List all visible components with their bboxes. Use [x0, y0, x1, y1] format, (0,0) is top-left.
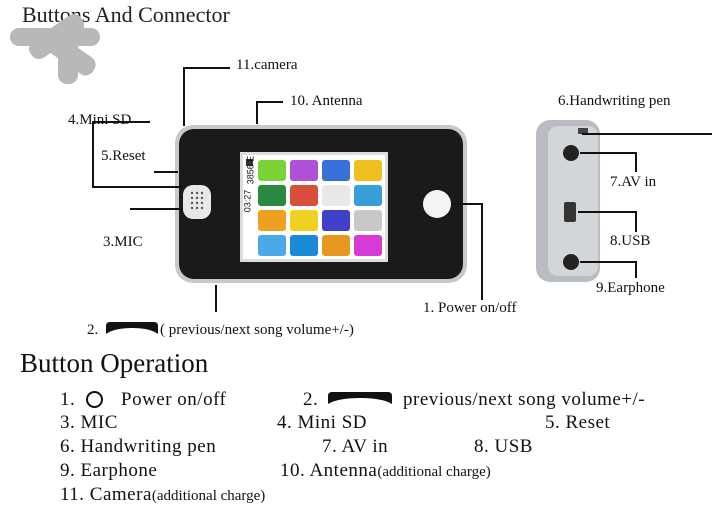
- app-icon: [354, 235, 382, 256]
- rocker-button-icon: [106, 322, 158, 334]
- op-item-1-label: Power on/off: [121, 389, 227, 410]
- label-power: 1. Power on/off: [423, 300, 517, 316]
- app-icon: [354, 185, 382, 206]
- earphone-jack: [563, 254, 579, 270]
- app-icon: [290, 235, 318, 256]
- app-icon: [322, 235, 350, 256]
- op-item-4: 4. Mini SD: [277, 412, 367, 433]
- app-icon: [258, 210, 286, 231]
- op-item-1-num: 1.: [60, 389, 76, 410]
- screen-status-bar: [245, 157, 257, 257]
- label-earphone: 9.Earphone: [596, 280, 665, 296]
- app-icon: [258, 235, 286, 256]
- op-item-11: 11. Camera(additional charge): [60, 484, 265, 506]
- app-icon: [290, 185, 318, 206]
- label-mini-sd: 4.Mini SD: [68, 112, 132, 128]
- app-icon: [290, 210, 318, 231]
- label-usb: 8.USB: [610, 233, 651, 249]
- op-item-5: 5. Reset: [545, 412, 611, 433]
- app-icon: [322, 160, 350, 181]
- app-icon: [322, 210, 350, 231]
- op-item-11-note: (additional charge): [151, 488, 266, 504]
- circle-button-icon: [86, 391, 103, 408]
- app-icon: [258, 160, 286, 181]
- app-grid: [258, 160, 382, 256]
- app-icon: [322, 185, 350, 206]
- button-operation-heading: Button Operation: [20, 348, 209, 378]
- battery-icon: [246, 159, 253, 166]
- app-icon: [354, 160, 382, 181]
- op-item-2-label: previous/next song volume+/-: [403, 389, 646, 410]
- op-item-6: 6. Handwriting pen: [60, 436, 217, 457]
- app-icon: [354, 210, 382, 231]
- app-icon: [290, 160, 318, 181]
- op-item-10-note: (additional charge): [377, 464, 491, 480]
- label-camera: 11.camera: [236, 57, 298, 73]
- op-item-7: 7. AV in: [322, 436, 389, 457]
- av-in-jack: [563, 145, 579, 161]
- buttons-connector-heading: Buttons And Connector: [22, 2, 230, 27]
- label-handwriting-pen: 6.Handwriting pen: [558, 93, 671, 109]
- label-av-in: 7.AV in: [610, 174, 657, 190]
- op-item-9: 9. Earphone: [60, 460, 158, 481]
- op-item-2-num: 2.: [303, 389, 319, 410]
- op-item-11-label: 11. Camera: [60, 484, 152, 505]
- label-reset: 5.Reset: [101, 148, 146, 164]
- usb-port: [564, 202, 576, 222]
- label-prev-next: ( previous/next song volume+/-): [160, 322, 354, 338]
- label-antenna: 10. Antenna: [290, 93, 363, 109]
- label-prev-next-num: 2.: [87, 322, 99, 338]
- op-item-8: 8. USB: [474, 436, 533, 457]
- pen-slot: [578, 128, 588, 134]
- op-item-10: 10. Antenna(additional charge): [280, 460, 491, 482]
- app-icon: [258, 185, 286, 206]
- power-button-illustration: [423, 190, 451, 218]
- label-mic: 3.MIC: [103, 234, 143, 250]
- op-item-3: 3. MIC: [60, 412, 118, 433]
- op-item-10-label: 10. Antenna: [280, 460, 378, 481]
